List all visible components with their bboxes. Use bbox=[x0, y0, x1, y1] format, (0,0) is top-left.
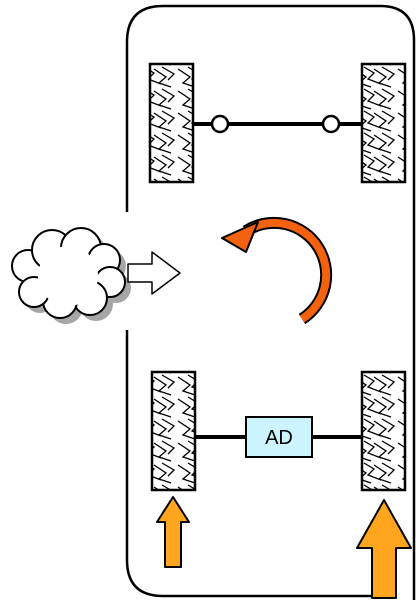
front-right-tire-icon bbox=[360, 62, 407, 184]
large-force-arrow-icon bbox=[356, 499, 412, 599]
ad-label: AD bbox=[265, 427, 293, 449]
wind-arrow-icon bbox=[127, 251, 181, 295]
small-force-arrow-icon bbox=[156, 496, 190, 568]
ad-box bbox=[245, 416, 313, 458]
cloud-icon bbox=[11, 227, 131, 324]
rear-axle: AD bbox=[150, 370, 407, 492]
front-left-joint bbox=[210, 114, 230, 134]
front-axle bbox=[148, 62, 407, 184]
rear-left-tire-icon bbox=[150, 370, 197, 492]
front-right-joint bbox=[321, 114, 341, 134]
rear-right-tire-icon bbox=[360, 370, 407, 492]
rotation-arrow-icon bbox=[221, 216, 333, 325]
vehicle-outline bbox=[125, 4, 416, 600]
front-left-tire-icon bbox=[148, 62, 195, 184]
